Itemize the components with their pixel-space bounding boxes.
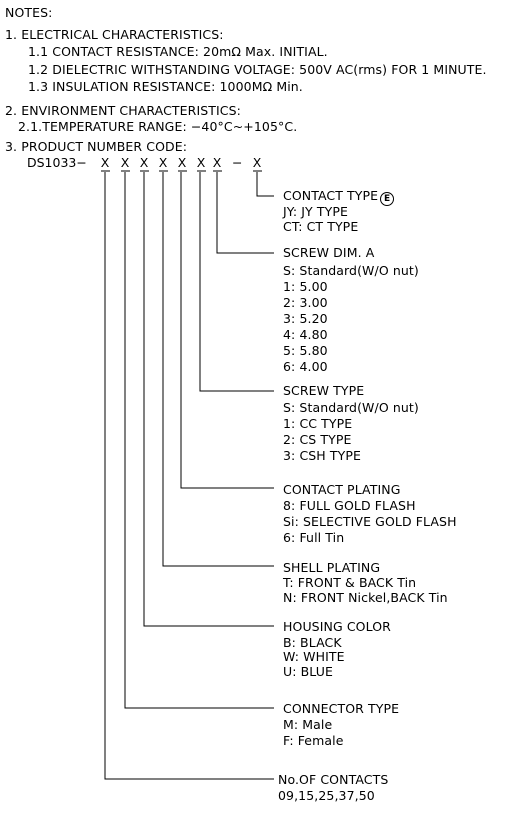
code-dash: − (232, 155, 243, 170)
code-digit-contact-plating: X (177, 155, 187, 170)
housing-color-option: U: BLUE (283, 664, 333, 679)
connector-type-title: CONNECTOR TYPE (283, 701, 400, 716)
shell-plating-option: N: FRONT Nickel,BACK Tin (283, 590, 448, 605)
contact-plating-option: 6: Full Tin (283, 530, 345, 545)
connector-type-option: F: Female (283, 733, 344, 748)
code-digit-connector-type: X (120, 155, 130, 170)
contact-plating-title: CONTACT PLATING (283, 482, 401, 497)
shell-plating-option: T: FRONT & BACK Tin (283, 575, 417, 590)
connector-type-option: M: Male (283, 717, 333, 732)
code-prefix: DS1033− (27, 155, 87, 170)
notes-title: NOTES: (5, 5, 53, 20)
contact-type-option: CT: CT TYPE (283, 219, 359, 234)
screw-type-option: 3: CSH TYPE (283, 448, 361, 463)
contacts-title: No.OF CONTACTS (278, 772, 389, 787)
screw-type-option: S: Standard(W/O nut) (283, 400, 419, 415)
code-digit-screw-type: X (196, 155, 206, 170)
code-digit-screw-dim: X (212, 155, 222, 170)
electrical-item: 1.2 DIELECTRIC WITHSTANDING VOLTAGE: 500… (28, 62, 487, 77)
contact-plating-option: 8: FULL GOLD FLASH (283, 498, 416, 513)
housing-color-option: W: WHITE (283, 649, 345, 664)
electrical-item: 1.1 CONTACT RESISTANCE: 20mΩ Max. INITIA… (28, 44, 328, 59)
e-circle-icon: E (380, 192, 395, 206)
shell-plating-title: SHELL PLATING (283, 560, 381, 575)
housing-color-title: HOUSING COLOR (283, 619, 391, 634)
screw-type-title: SCREW TYPE (283, 383, 365, 398)
electrical-item: 1.3 INSULATION RESISTANCE: 1000MΩ Min. (28, 79, 303, 94)
electrical-heading: 1. ELECTRICAL CHARACTERISTICS: (5, 27, 224, 42)
contact-type-option: JY: JY TYPE (283, 204, 348, 219)
code-digit-housing-color: X (139, 155, 149, 170)
screw-type-option: 1: CC TYPE (283, 416, 353, 431)
environment-item: 2.1.TEMPERATURE RANGE: −40°C~+105°C. (18, 119, 298, 134)
screw-dim-option: 5: 5.80 (283, 343, 328, 358)
screw-dim-title: SCREW DIM. A (283, 245, 375, 260)
housing-color-option: B: BLACK (283, 635, 342, 650)
code-digit-contact-type: X (252, 155, 262, 170)
screw-dim-option: S: Standard(W/O nut) (283, 263, 419, 278)
code-digit-shell-plating: X (158, 155, 168, 170)
screw-dim-option: 6: 4.00 (283, 359, 328, 374)
contacts-option: 09,15,25,37,50 (278, 788, 375, 803)
screw-type-option: 2: CS TYPE (283, 432, 352, 447)
code-digit-contacts: X (100, 155, 110, 170)
screw-dim-option: 1: 5.00 (283, 279, 328, 294)
screw-dim-option: 4: 4.80 (283, 327, 328, 342)
screw-dim-option: 2: 3.00 (283, 295, 328, 310)
screw-dim-option: 3: 5.20 (283, 311, 328, 326)
contact-plating-option: Si: SELECTIVE GOLD FLASH (283, 514, 457, 529)
environment-heading: 2. ENVIRONMENT CHARACTERISTICS: (5, 103, 241, 118)
product-code-heading: 3. PRODUCT NUMBER CODE: (5, 139, 188, 154)
